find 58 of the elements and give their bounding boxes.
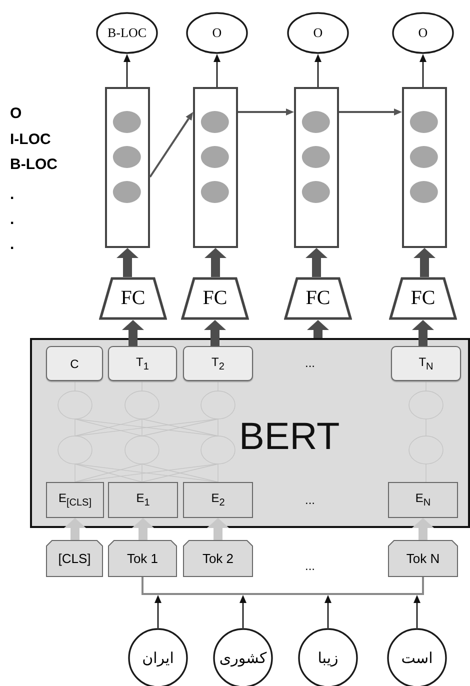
- arrow: [238, 108, 294, 116]
- block-arrow: [307, 320, 329, 338]
- tag-label: .: [10, 186, 14, 204]
- embedding-box: E$_{[CLS]}$: [46, 482, 104, 518]
- arrow: [214, 54, 220, 87]
- block-arrow: [64, 518, 86, 540]
- arrow: [414, 595, 420, 628]
- block-arrow: [306, 248, 328, 277]
- block-arrow: [132, 518, 154, 540]
- token-box: [CLS]: [46, 540, 103, 577]
- arrow: [154, 595, 162, 628]
- arrow: [240, 595, 246, 628]
- ellipsis: ...: [305, 559, 315, 573]
- block-arrow: [412, 320, 434, 346]
- block-arrow: [122, 320, 144, 346]
- tag-label: O: [10, 105, 22, 123]
- tag-label: I-LOC: [10, 131, 51, 149]
- block-arrow: [116, 248, 138, 277]
- embedding-box: E$_{2}$: [183, 482, 253, 518]
- block-arrow: [204, 248, 226, 277]
- output-ellipse: O: [392, 12, 454, 54]
- tag-label: B-LOC: [10, 156, 58, 174]
- hidden-state-column: [402, 87, 447, 248]
- block-arrow: [204, 320, 226, 346]
- ellipsis: ...: [305, 356, 315, 370]
- output-box: C: [46, 346, 103, 381]
- output-ellipse: O: [287, 12, 349, 54]
- tag-label: .: [10, 211, 14, 229]
- connector-line: [142, 577, 424, 595]
- fc-layer: FC: [389, 277, 457, 320]
- block-arrow: [412, 518, 434, 540]
- arrow: [124, 54, 130, 87]
- block-arrow: [414, 248, 436, 277]
- arrow: [339, 108, 402, 116]
- model-label: BERT: [239, 416, 340, 459]
- embedding-box: E$_{1}$: [108, 482, 178, 518]
- arrow: [314, 54, 322, 87]
- hidden-state-column: [294, 87, 339, 248]
- arrow: [324, 595, 332, 628]
- output-box: T$_{1}$: [108, 346, 177, 381]
- hidden-state-column: [105, 87, 150, 248]
- tag-label: .: [10, 236, 14, 254]
- arrow: [149, 112, 194, 178]
- fc-layer: FC: [99, 277, 167, 320]
- ellipsis: ...: [305, 493, 315, 507]
- output-ellipse: B-LOC: [96, 12, 158, 54]
- embedding-box: E$_{N}$: [388, 482, 458, 518]
- block-arrow: [207, 518, 229, 540]
- hidden-state-column: [193, 87, 238, 248]
- arrow: [420, 54, 426, 87]
- fc-layer: FC: [181, 277, 249, 320]
- token-box: Tok 2: [183, 540, 253, 577]
- output-box: T$_{N}$: [391, 346, 461, 381]
- token-box: Tok 1: [108, 540, 177, 577]
- token-box: Tok N: [388, 540, 458, 577]
- output-ellipse: O: [186, 12, 248, 54]
- output-box: T$_{2}$: [183, 346, 253, 381]
- fc-layer: FC: [284, 277, 352, 320]
